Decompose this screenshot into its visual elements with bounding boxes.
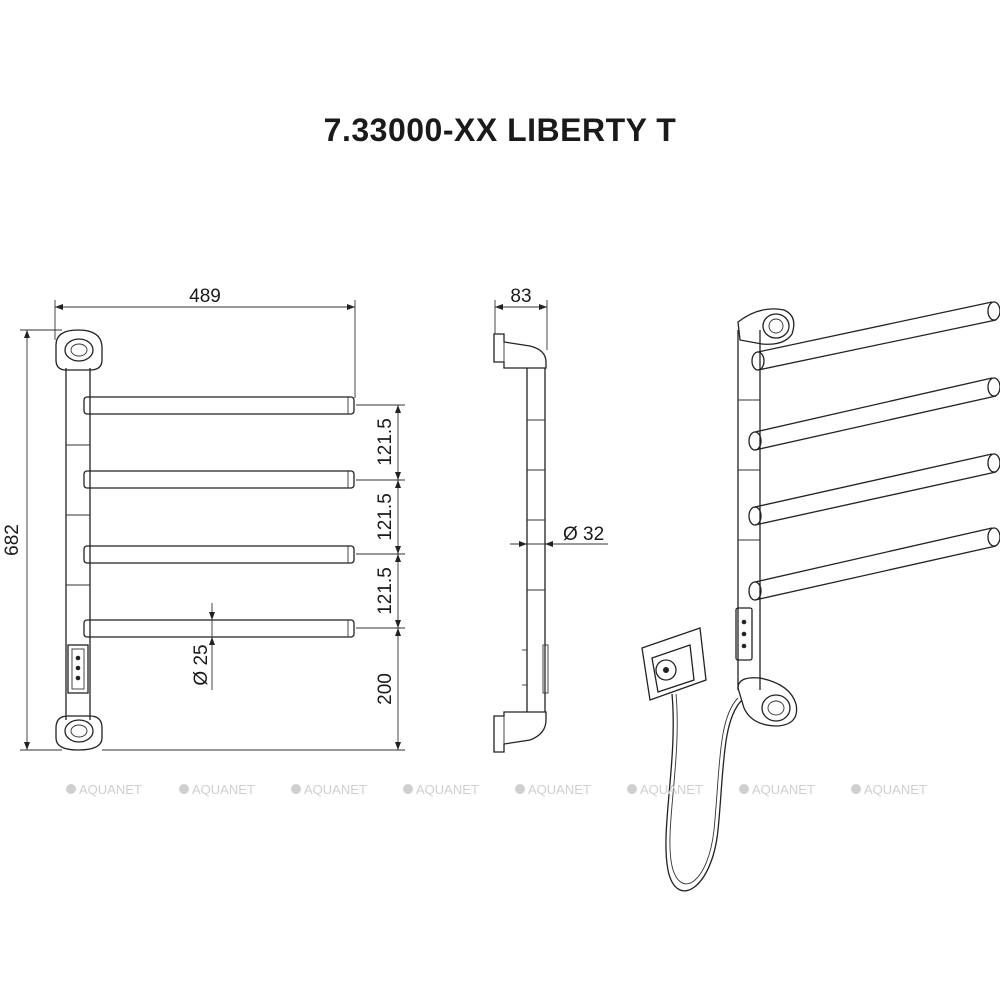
vertical-pipe-front	[65, 368, 91, 720]
aquanet-logo-icon	[515, 784, 525, 794]
control-panel-3d	[735, 607, 753, 661]
svg-text:AQUANET: AQUANET	[304, 782, 367, 797]
towel-bar-3d-4	[748, 527, 1000, 601]
aquanet-logo-icon	[66, 784, 76, 794]
bottom-mount-3d	[737, 677, 798, 727]
watermark-row: AQUANET AQUANET AQUANET AQUANET AQUANET …	[66, 782, 927, 797]
dim-spacing-1: 121.5	[375, 418, 396, 466]
dim-height: 682	[2, 524, 23, 556]
svg-text:AQUANET: AQUANET	[528, 782, 591, 797]
watermark-3: AQUANET	[291, 782, 367, 797]
dim-width: 489	[189, 286, 221, 307]
front-view: 489 682 121.5 121.5 121.5 200 Ø 25	[2, 286, 405, 751]
towel-bar-3d-1	[751, 301, 1000, 371]
svg-text:AQUANET: AQUANET	[752, 782, 815, 797]
perspective-view	[641, 301, 1000, 892]
pipe-side	[522, 368, 549, 712]
svg-text:AQUANET: AQUANET	[192, 782, 255, 797]
towel-bar-1	[83, 396, 355, 415]
product-title: 7.33000-XX LIBERTY T	[323, 112, 677, 148]
watermark-4: AQUANET	[403, 782, 479, 797]
vertical-pipe-3d	[737, 330, 761, 690]
watermark-5: AQUANET	[515, 782, 591, 797]
dim-depth: 83	[510, 286, 531, 307]
dim-spacing-3: 121.5	[375, 567, 396, 615]
watermark-6: AQUANET	[627, 782, 703, 797]
svg-text:AQUANET: AQUANET	[79, 782, 142, 797]
towel-bar-3d-3	[748, 453, 1000, 526]
aquanet-logo-icon	[179, 784, 189, 794]
aquanet-logo-icon	[851, 784, 861, 794]
towel-bar-3d-2	[748, 377, 1000, 451]
svg-text:AQUANET: AQUANET	[640, 782, 703, 797]
power-cable-3d	[665, 693, 743, 892]
aquanet-logo-icon	[739, 784, 749, 794]
towel-bar-2	[83, 470, 355, 489]
bottom-mount-front	[55, 715, 103, 751]
side-view: 83 Ø 32	[493, 286, 608, 753]
aquanet-logo-icon	[291, 784, 301, 794]
watermark-8: AQUANET	[851, 782, 927, 797]
dim-bar-diameter: Ø 25	[191, 644, 212, 685]
towel-bar-4	[83, 619, 355, 638]
watermark-2: AQUANET	[179, 782, 255, 797]
dim-pipe-diameter: Ø 32	[563, 524, 604, 545]
dim-spacing-2: 121.5	[375, 493, 396, 541]
aquanet-logo-icon	[403, 784, 413, 794]
dim-bottom-offset: 200	[375, 673, 396, 705]
top-mount-3d	[737, 308, 795, 345]
aquanet-logo-icon	[627, 784, 637, 794]
control-panel-front	[67, 644, 89, 694]
svg-text:AQUANET: AQUANET	[864, 782, 927, 797]
watermark-1: AQUANET	[66, 782, 142, 797]
top-bracket-side	[493, 333, 547, 369]
towel-bar-3	[83, 545, 355, 564]
watermark-7: AQUANET	[739, 782, 815, 797]
top-mount-front	[55, 329, 103, 371]
svg-text:AQUANET: AQUANET	[416, 782, 479, 797]
bottom-bracket-side	[493, 711, 547, 753]
power-socket-3d	[641, 627, 707, 701]
